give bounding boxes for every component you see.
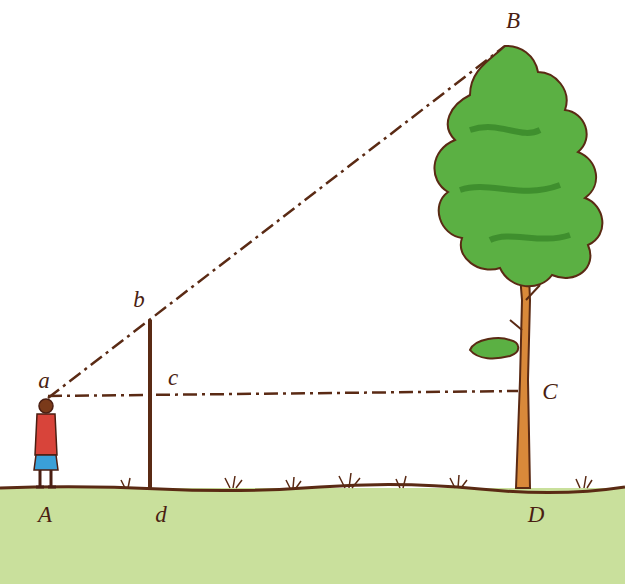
tree-foliage [434, 46, 602, 286]
ground [0, 488, 625, 584]
point-label: d [155, 503, 167, 526]
point-label: a [38, 369, 50, 392]
sight-line [48, 46, 505, 398]
point-label: D [528, 503, 545, 526]
point-label: A [38, 503, 52, 526]
point-label: b [133, 288, 145, 311]
stick [148, 320, 152, 488]
small-foliage [470, 338, 518, 358]
ground-line [0, 484, 625, 492]
level-line [48, 391, 518, 396]
point-label: B [506, 9, 520, 32]
point-label: C [542, 380, 557, 403]
point-label: c [168, 366, 178, 389]
person [34, 399, 58, 487]
